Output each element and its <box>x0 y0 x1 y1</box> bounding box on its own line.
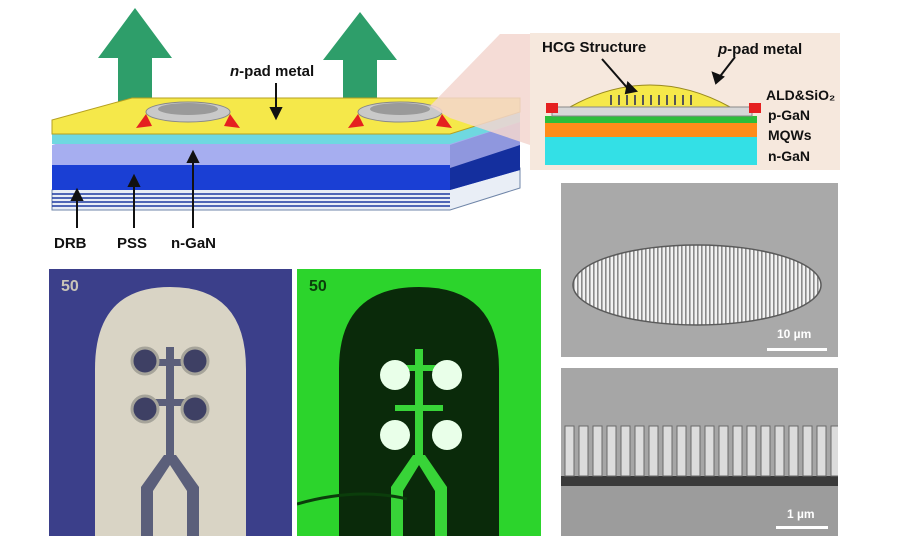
n-gan-label: n-GaN <box>171 235 216 252</box>
hcg-structure-label: HCG Structure <box>542 39 647 56</box>
optical-micrograph: 50 <box>49 269 292 536</box>
sem-bottom-scale: 1 µm <box>787 507 815 521</box>
device-cross-section: n-pad metal DRB PSS n-GaN <box>40 0 540 265</box>
ald-sio2-label: ALD&SiO₂ <box>766 87 836 103</box>
sem-top-grating: 10 µm <box>561 183 838 357</box>
n-pad-metal-label: n-pad metal <box>230 63 315 80</box>
pss-label: PSS <box>117 235 148 252</box>
emission-arrow-right <box>323 12 397 112</box>
optical-chip-mark: 50 <box>61 278 79 295</box>
mqws-label: MQWs <box>768 127 812 143</box>
emission-chip-mark: 50 <box>309 278 327 295</box>
emission-arrow-left <box>98 8 172 110</box>
sem-top-scale: 10 µm <box>777 327 812 341</box>
p-gan-label: p-GaN <box>768 107 810 123</box>
p-pad-metal-label: p-pad metal <box>718 41 803 58</box>
inset-n-gan-label: n-GaN <box>768 148 810 164</box>
drb-label: DRB <box>54 235 87 252</box>
emission-micrograph: 50 <box>297 269 541 536</box>
hcg-inset: HCG Structure p-pad metal ALD&SiO₂ p-GaN… <box>530 33 840 170</box>
sem-bottom-grating: 1 µm <box>561 368 838 536</box>
